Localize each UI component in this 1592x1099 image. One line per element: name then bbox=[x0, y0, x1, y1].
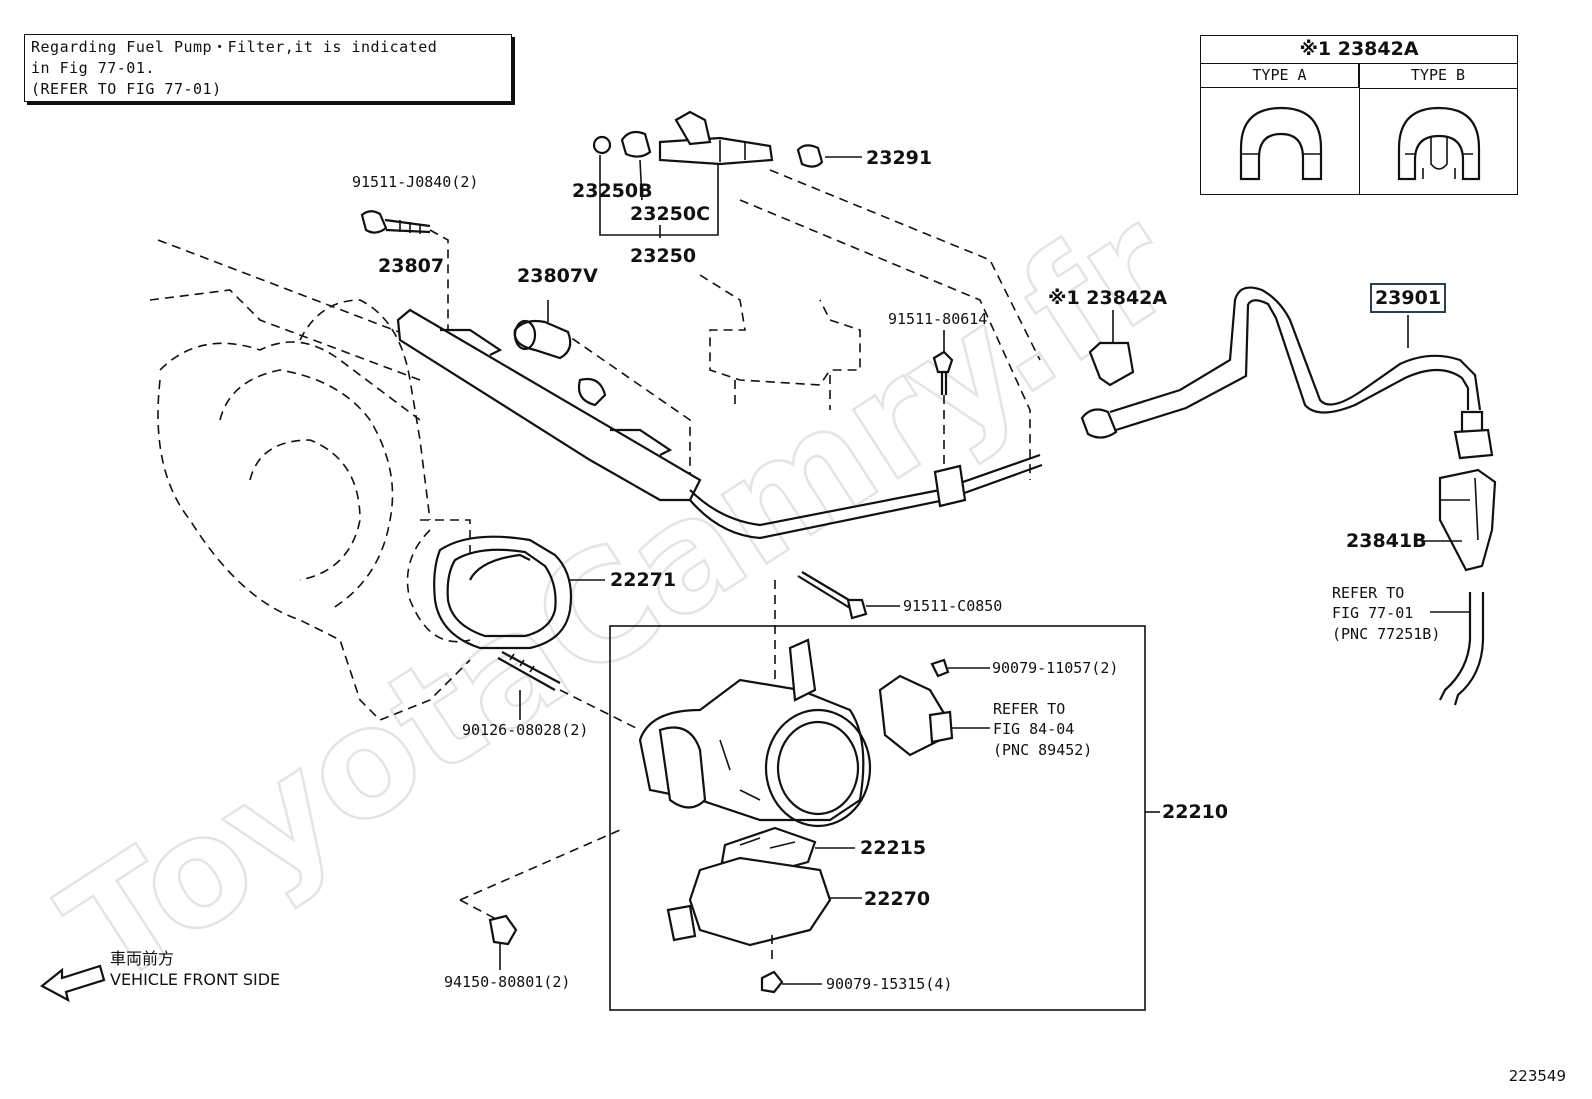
vehicle-front-arrow-icon bbox=[40, 964, 106, 1003]
vehicle-front-english: VEHICLE FRONT SIDE bbox=[110, 970, 281, 989]
label-23250: 23250 bbox=[630, 245, 696, 267]
label-23901-highlighted[interactable]: 23901 bbox=[1370, 283, 1446, 313]
type-b-header: TYPE B bbox=[1359, 63, 1517, 89]
label-22210: 22210 bbox=[1162, 801, 1228, 823]
note-line-2: in Fig 77-01. bbox=[31, 59, 155, 77]
stud-90126-08028-icon bbox=[497, 651, 641, 731]
refer-fig-77-line3: (PNC 77251B) bbox=[1332, 625, 1440, 643]
label-22215: 22215 bbox=[860, 837, 926, 859]
diagram-id: 223549 bbox=[1508, 1067, 1566, 1085]
clip-23842a-icon bbox=[1088, 310, 1135, 387]
pulsation-damper-icon bbox=[513, 300, 572, 360]
injector-insulator-icon bbox=[796, 144, 824, 168]
vehicle-front-japanese: 車両前方 bbox=[110, 949, 175, 968]
gasket-22215-icon bbox=[720, 826, 855, 877]
label-23841b: 23841B bbox=[1346, 530, 1427, 552]
throttle-body-icon bbox=[638, 638, 872, 828]
label-23250c: 23250C bbox=[630, 203, 710, 225]
throttle-body-group-box bbox=[609, 625, 1146, 1011]
label-22271: 22271 bbox=[610, 569, 676, 591]
note-line-1: Regarding Fuel Pump・Filter,it is indicat… bbox=[31, 38, 438, 56]
vehicle-front-label: 車両前方 VEHICLE FRONT SIDE bbox=[110, 948, 280, 990]
fuel-hose-to-fig-77 bbox=[1439, 592, 1485, 706]
fuel-injector-icon bbox=[592, 110, 774, 238]
idle-speed-control-valve-icon bbox=[666, 856, 862, 965]
type-table-divider bbox=[1359, 63, 1360, 194]
bolt-90079-15315-icon bbox=[760, 970, 822, 994]
gasket-22271-icon bbox=[433, 535, 605, 650]
label-90079-15315: 90079-15315(4) bbox=[826, 975, 952, 993]
nut-94150-80801-icon bbox=[459, 829, 621, 970]
refer-fig-84-line1: REFER TO bbox=[993, 700, 1065, 718]
engine-head-outline bbox=[559, 169, 1041, 480]
label-91511-j0840: 91511-J0840(2) bbox=[352, 173, 478, 191]
type-b-clip-icon bbox=[1397, 106, 1481, 181]
clip-type-table: ※1 23842A TYPE A TYPE B bbox=[1200, 35, 1518, 195]
fuel-hose-23901 bbox=[1080, 286, 1494, 460]
intake-manifold-outline bbox=[149, 239, 471, 721]
label-23291: 23291 bbox=[866, 147, 932, 169]
label-90079-11057: 90079-11057(2) bbox=[992, 659, 1118, 677]
refer-fig-84-line3: (PNC 89452) bbox=[993, 741, 1092, 759]
fuel-pipe-line bbox=[689, 453, 1043, 540]
fuel-delivery-pipe bbox=[396, 308, 702, 502]
type-a-clip-icon bbox=[1239, 106, 1323, 181]
fuel-pipe-clamp bbox=[933, 464, 967, 508]
refer-fig-84-line2: FIG 84-04 bbox=[993, 720, 1074, 738]
note-line-3: (REFER TO FIG 77-01) bbox=[31, 80, 222, 98]
reference-note: Regarding Fuel Pump・Filter,it is indicat… bbox=[24, 34, 512, 102]
label-91511-c0850: 91511-C0850 bbox=[903, 597, 1002, 615]
label-94150-80801: 94150-80801(2) bbox=[444, 973, 570, 991]
label-23807v: 23807V bbox=[517, 265, 598, 287]
label-91511-80614: 91511-80614 bbox=[888, 310, 987, 328]
refer-fig-77-line2: FIG 77-01 bbox=[1332, 604, 1413, 622]
label-23250b: 23250B bbox=[572, 180, 653, 202]
refer-fig-77-line1: REFER TO bbox=[1332, 584, 1404, 602]
quick-connector-icon bbox=[1422, 468, 1497, 572]
label-90126-08028: 90126-08028(2) bbox=[462, 721, 588, 739]
label-22270: 22270 bbox=[864, 888, 930, 910]
watermark: ToyotaCamry.fr bbox=[35, 177, 1204, 1021]
clip-type-drawings bbox=[1239, 106, 1481, 181]
label-23842a: ※1 23842A bbox=[1048, 287, 1167, 309]
throttle-position-sensor-icon bbox=[878, 658, 990, 757]
label-23807: 23807 bbox=[378, 255, 444, 277]
bolt-91511-c0850-icon bbox=[774, 571, 900, 720]
bolt-91511-80614-icon bbox=[932, 330, 954, 470]
bolt-91511-j0840-icon bbox=[360, 210, 449, 330]
type-a-header: TYPE A bbox=[1201, 63, 1359, 88]
